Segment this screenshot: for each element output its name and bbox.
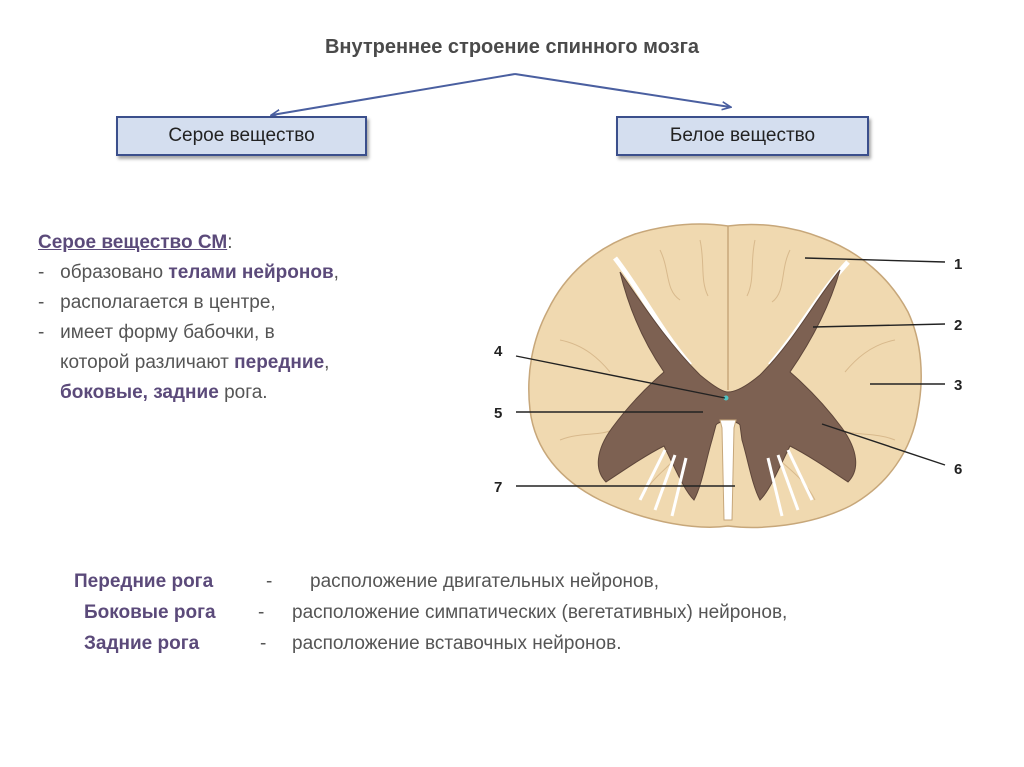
item-bold: телами нейронов — [168, 262, 334, 283]
central-canal — [723, 395, 729, 401]
page-title: Внутреннее строение спинного мозга — [324, 36, 700, 58]
item-dash: - — [38, 322, 45, 343]
continuation-after: , — [324, 352, 330, 373]
description-heading: Серое вещество СМ — [38, 232, 228, 253]
description-item: - образовано телами нейронов, — [38, 258, 428, 288]
diagram-label-5: 5 — [494, 405, 502, 422]
description-continuation: которой различают передние, — [38, 348, 428, 378]
item-dash: - — [38, 292, 45, 313]
continuation-after: рога. — [218, 382, 268, 403]
horn-name: Передние рога — [74, 571, 214, 592]
item-text: имеет форму бабочки, в — [60, 322, 275, 343]
horn-name: Боковые рога — [84, 602, 216, 623]
white-matter-box: Белое вещество — [616, 116, 869, 156]
leader-lines — [515, 257, 946, 487]
horn-dash: - — [258, 602, 265, 623]
ventral-roots — [638, 449, 814, 517]
arrow-to-grey-matter — [272, 73, 516, 115]
horn-dash: - — [260, 633, 267, 654]
heading-suffix: : — [227, 232, 233, 253]
description-continuation: боковые, задние рога. — [38, 378, 428, 408]
continuation-bold: передние — [234, 352, 325, 373]
item-after: , — [333, 262, 339, 283]
grey-matter-box: Серое вещество — [116, 116, 367, 156]
horn-text: расположение симпатических (вегетативных… — [292, 602, 788, 623]
continuation-text: которой различают — [60, 352, 235, 373]
diagram-label-6: 6 — [954, 461, 962, 478]
diagram-label-2: 2 — [954, 317, 962, 334]
continuation-bold: боковые, задние — [60, 382, 219, 403]
horn-dash: - — [266, 571, 273, 592]
item-text: образовано — [60, 262, 169, 283]
grey-matter-description: Серое вещество СМ: - образовано телами н… — [38, 228, 428, 408]
description-item: - имеет форму бабочки, в — [38, 318, 428, 348]
spinal-cord-cross-section: 1 2 3 4 5 6 7 — [494, 223, 962, 529]
item-text: располагается в центре, — [60, 292, 276, 313]
diagram-label-1: 1 — [954, 256, 962, 273]
grey-matter-butterfly — [597, 269, 857, 501]
horns-functions: Передние рога - расположение двигательны… — [74, 567, 954, 660]
horn-row: Боковые рога - расположение симпатически… — [74, 598, 954, 629]
horn-text: расположение двигательных нейронов, — [310, 571, 659, 592]
diagram-label-4: 4 — [494, 343, 503, 360]
diagram-label-7: 7 — [494, 479, 502, 496]
description-heading-line: Серое вещество СМ: — [38, 228, 428, 258]
horn-row: Передние рога - расположение двигательны… — [74, 567, 954, 598]
diagram-label-3: 3 — [954, 377, 962, 394]
horn-name: Задние рога — [84, 633, 200, 654]
horn-row: Задние рога - расположение вставочных не… — [74, 629, 954, 660]
description-item: - располагается в центре, — [38, 288, 428, 318]
item-dash: - — [38, 262, 45, 283]
arrow-to-white-matter — [514, 73, 730, 107]
horn-text: расположение вставочных нейронов. — [292, 633, 622, 654]
anterior-median-fissure — [719, 419, 737, 521]
